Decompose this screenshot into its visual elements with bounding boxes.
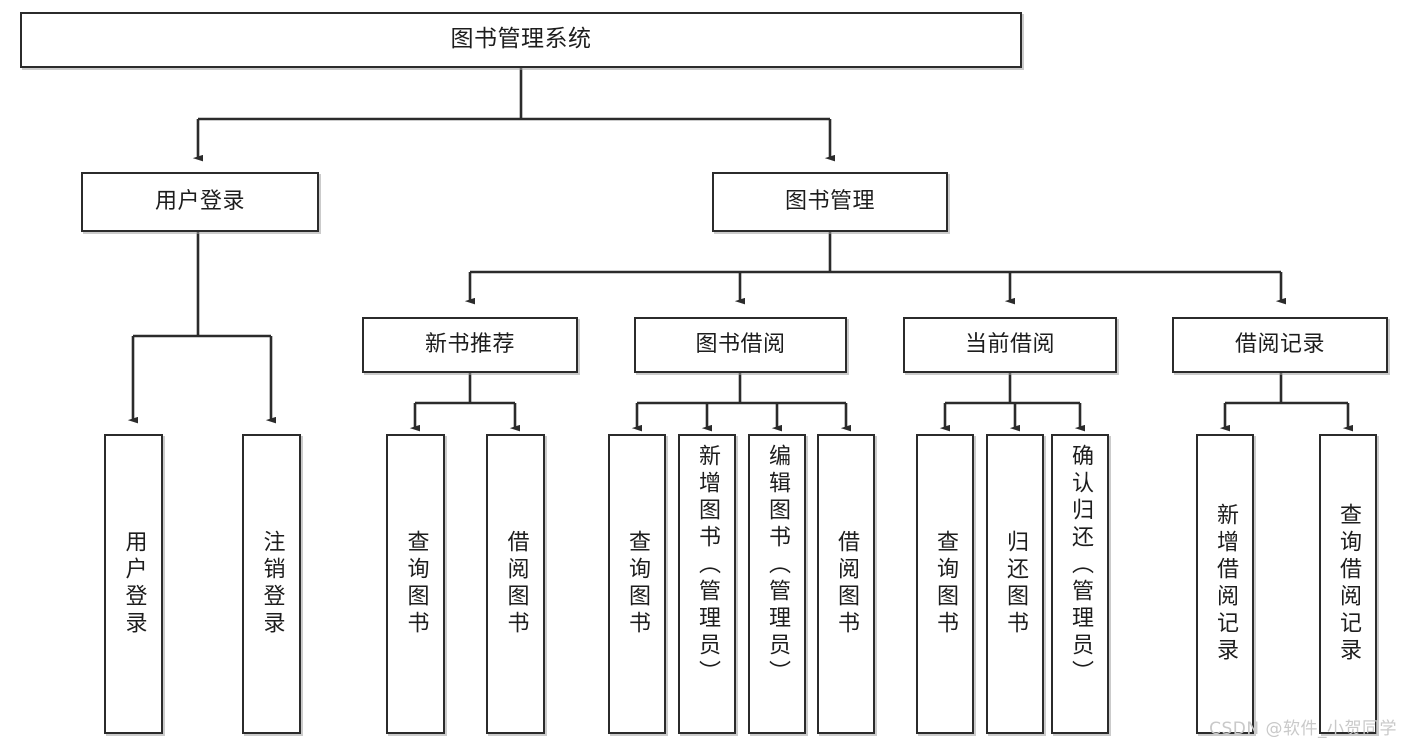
node-current-borrow[interactable]: 当前借阅 — [903, 317, 1117, 373]
node-leaf-edit-book-label: 编辑图书（管理员） — [765, 444, 790, 687]
node-leaf-edit-book[interactable]: 编辑图书（管理员） — [748, 434, 806, 734]
node-leaf-user-login[interactable]: 用户登录 — [104, 434, 163, 734]
node-leaf-add-record[interactable]: 新增借阅记录 — [1196, 434, 1254, 734]
node-root-label: 图书管理系统 — [450, 26, 592, 53]
node-leaf-query-book-1-label: 查询图书 — [403, 530, 429, 638]
node-leaf-confirm-return-label: 确认归还（管理员） — [1068, 444, 1093, 687]
node-book-borrow[interactable]: 图书借阅 — [634, 317, 847, 373]
node-book-manage-label: 图书管理 — [784, 189, 875, 215]
node-book-manage[interactable]: 图书管理 — [712, 172, 948, 232]
node-leaf-borrow-book-2[interactable]: 借阅图书 — [817, 434, 875, 734]
node-user-login-label: 用户登录 — [154, 189, 245, 215]
csdn-watermark: CSDN @软件_小贺同学 — [1209, 719, 1397, 739]
node-leaf-query-book-3[interactable]: 查询图书 — [916, 434, 974, 734]
node-leaf-add-book-label: 新增图书（管理员） — [695, 444, 720, 687]
node-leaf-return-book-label: 归还图书 — [1003, 530, 1028, 638]
node-leaf-query-book-2[interactable]: 查询图书 — [608, 434, 666, 734]
node-leaf-user-login-label: 用户登录 — [121, 530, 147, 638]
node-leaf-query-record[interactable]: 查询借阅记录 — [1319, 434, 1377, 734]
node-leaf-return-book[interactable]: 归还图书 — [986, 434, 1044, 734]
node-leaf-borrow-book-2-label: 借阅图书 — [834, 530, 859, 638]
node-book-borrow-label: 图书借阅 — [695, 332, 786, 358]
node-leaf-borrow-book-1[interactable]: 借阅图书 — [486, 434, 545, 734]
node-leaf-logout-login-label: 注销登录 — [259, 530, 285, 638]
node-leaf-logout-login[interactable]: 注销登录 — [242, 434, 301, 734]
node-root[interactable]: 图书管理系统 — [20, 12, 1022, 68]
node-new-book-recommend-label: 新书推荐 — [424, 332, 515, 358]
node-current-borrow-label: 当前借阅 — [964, 332, 1055, 358]
node-new-book-recommend[interactable]: 新书推荐 — [362, 317, 578, 373]
node-leaf-query-book-3-label: 查询图书 — [933, 530, 958, 638]
node-borrow-record-label: 借阅记录 — [1234, 332, 1325, 358]
node-leaf-query-record-label: 查询借阅记录 — [1336, 503, 1361, 665]
node-leaf-add-record-label: 新增借阅记录 — [1213, 503, 1238, 665]
node-borrow-record[interactable]: 借阅记录 — [1172, 317, 1388, 373]
node-user-login[interactable]: 用户登录 — [81, 172, 319, 232]
node-leaf-borrow-book-1-label: 借阅图书 — [503, 530, 529, 638]
node-leaf-confirm-return[interactable]: 确认归还（管理员） — [1051, 434, 1109, 734]
node-leaf-add-book[interactable]: 新增图书（管理员） — [678, 434, 736, 734]
node-leaf-query-book-2-label: 查询图书 — [625, 530, 650, 638]
node-leaf-query-book-1[interactable]: 查询图书 — [386, 434, 445, 734]
